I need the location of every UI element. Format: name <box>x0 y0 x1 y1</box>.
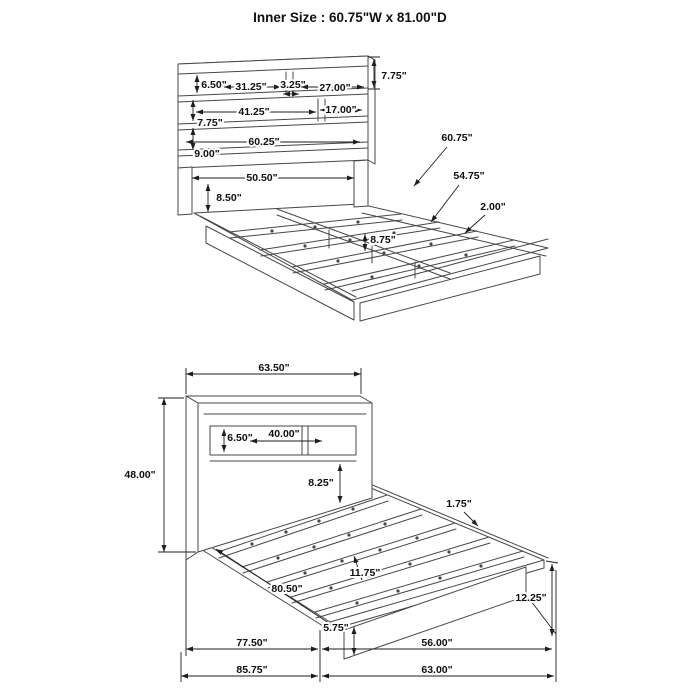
front-leg-right <box>353 159 369 208</box>
dim-overall-width-label: 63.00" <box>421 664 452 676</box>
dim-headboard-base-height-label: 8.25" <box>308 477 333 489</box>
dim-headboard-height-label: 48.00" <box>124 469 155 481</box>
front-frame <box>193 203 549 322</box>
front-base-left <box>205 225 355 321</box>
dim-headboard-width-label: 63.50" <box>258 362 289 374</box>
dim-leg-opening-label: 50.50" <box>246 172 277 184</box>
side-headboard-face <box>197 402 373 553</box>
side-headboard-top <box>185 395 373 404</box>
side-dimensions: 63.50" 48.00" 6.50" 40.00" 8.25" 1.75" 8… <box>122 360 559 682</box>
dim-shelf2-right-width-label: 17.00" <box>325 104 356 116</box>
dim-slat-area-length-label: 80.50" <box>271 583 302 595</box>
dim-platform-width-label: 56.00" <box>421 637 452 649</box>
front-base-foot <box>359 255 541 322</box>
dim-shelf1-divider-label: 3.25" <box>280 79 305 91</box>
front-left-rail <box>199 215 357 298</box>
dim-slat-gap-label: 8.75" <box>370 234 395 246</box>
front-leg-left <box>177 166 193 216</box>
dim-shelf-opening-height-label: 6.50" <box>227 432 252 444</box>
dim-shelf-opening-width-label: 40.00" <box>268 428 299 440</box>
page-title: Inner Size : 60.75"W x 81.00"D <box>253 10 447 25</box>
dim-base-height-label: 5.75" <box>323 622 348 634</box>
side-headboard <box>185 395 373 561</box>
dim-shelf1-left-width-label: 31.25" <box>235 81 266 93</box>
dim-shelf2-height-label: 7.75" <box>197 117 222 129</box>
dim-rail-ledge-label: 2.00" <box>480 201 505 213</box>
side-right-rail <box>369 483 549 559</box>
front-right-rail <box>361 212 547 257</box>
front-foot-rim <box>351 238 549 292</box>
dim-overall-length-label: 85.75" <box>236 664 267 676</box>
dim-shelf3-height-label: 9.00" <box>194 148 219 160</box>
dim-platform-length-label: 77.50" <box>236 637 267 649</box>
dim-shelf3-width-label: 60.25" <box>248 136 279 148</box>
dim-shelf1-right-width-label: 27.00" <box>319 82 350 94</box>
side-view: 63.50" 48.00" 6.50" 40.00" 8.25" 1.75" 8… <box>122 360 559 682</box>
dim-shelf2-left-width-label: 41.25" <box>238 106 269 118</box>
front-dimensions: 7.75" 6.50" 31.25" 3.25" 27.00" 41.25" 1… <box>186 56 508 251</box>
dim-side-rail-ledge-label: 1.75" <box>446 498 471 510</box>
dim-leg-height-label: 8.50" <box>216 192 241 204</box>
side-headboard-edge <box>185 395 199 561</box>
dim-inner-width-label: 60.75" <box>441 132 472 144</box>
dim-side-slat-gap-label: 11.75" <box>350 567 381 579</box>
dim-platform-height-label: 12.25" <box>515 592 546 604</box>
front-view: 7.75" 6.50" 31.25" 3.25" 27.00" 41.25" 1… <box>177 55 549 322</box>
dim-headboard-top-label: 7.75" <box>381 70 406 82</box>
dim-slat-length-label: 54.75" <box>453 170 484 182</box>
dim-shelf1-height-label: 6.50" <box>201 79 226 91</box>
